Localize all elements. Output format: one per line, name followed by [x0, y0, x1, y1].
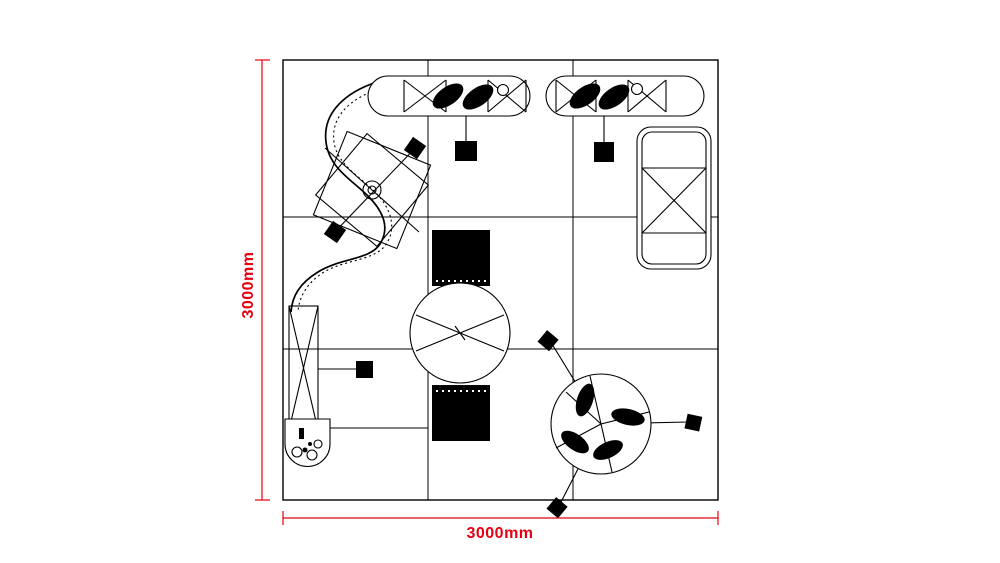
round-meeting-table-icon — [409, 282, 511, 384]
planter-pod-icon — [284, 418, 331, 468]
parasol-table-icon — [312, 130, 432, 250]
round-table-with-chairs-icon — [550, 343, 689, 505]
wardrobe-shelf-unit-icon — [636, 126, 712, 270]
stool-icon — [323, 220, 347, 244]
dimension-left-label: 3000mm — [240, 251, 257, 318]
stool-icon — [403, 136, 427, 160]
stool-icon — [455, 141, 477, 161]
stool-icon — [356, 361, 373, 378]
stool-icon — [684, 413, 703, 432]
dimension-bottom-label: 3000mm — [466, 525, 533, 542]
stool-icon — [537, 330, 559, 352]
stool-icon — [546, 497, 568, 519]
dimension-line-left — [255, 59, 270, 501]
plan-boundary — [282, 59, 719, 501]
service-counter-icon — [432, 230, 490, 286]
curved-partition-wall-icon — [290, 76, 400, 313]
stool-icon — [594, 142, 614, 162]
conference-table-with-chairs-icon — [367, 75, 531, 117]
service-counter-icon — [432, 385, 490, 441]
dimension-line-bottom — [282, 511, 719, 525]
conference-table-with-chairs-icon — [545, 75, 705, 117]
